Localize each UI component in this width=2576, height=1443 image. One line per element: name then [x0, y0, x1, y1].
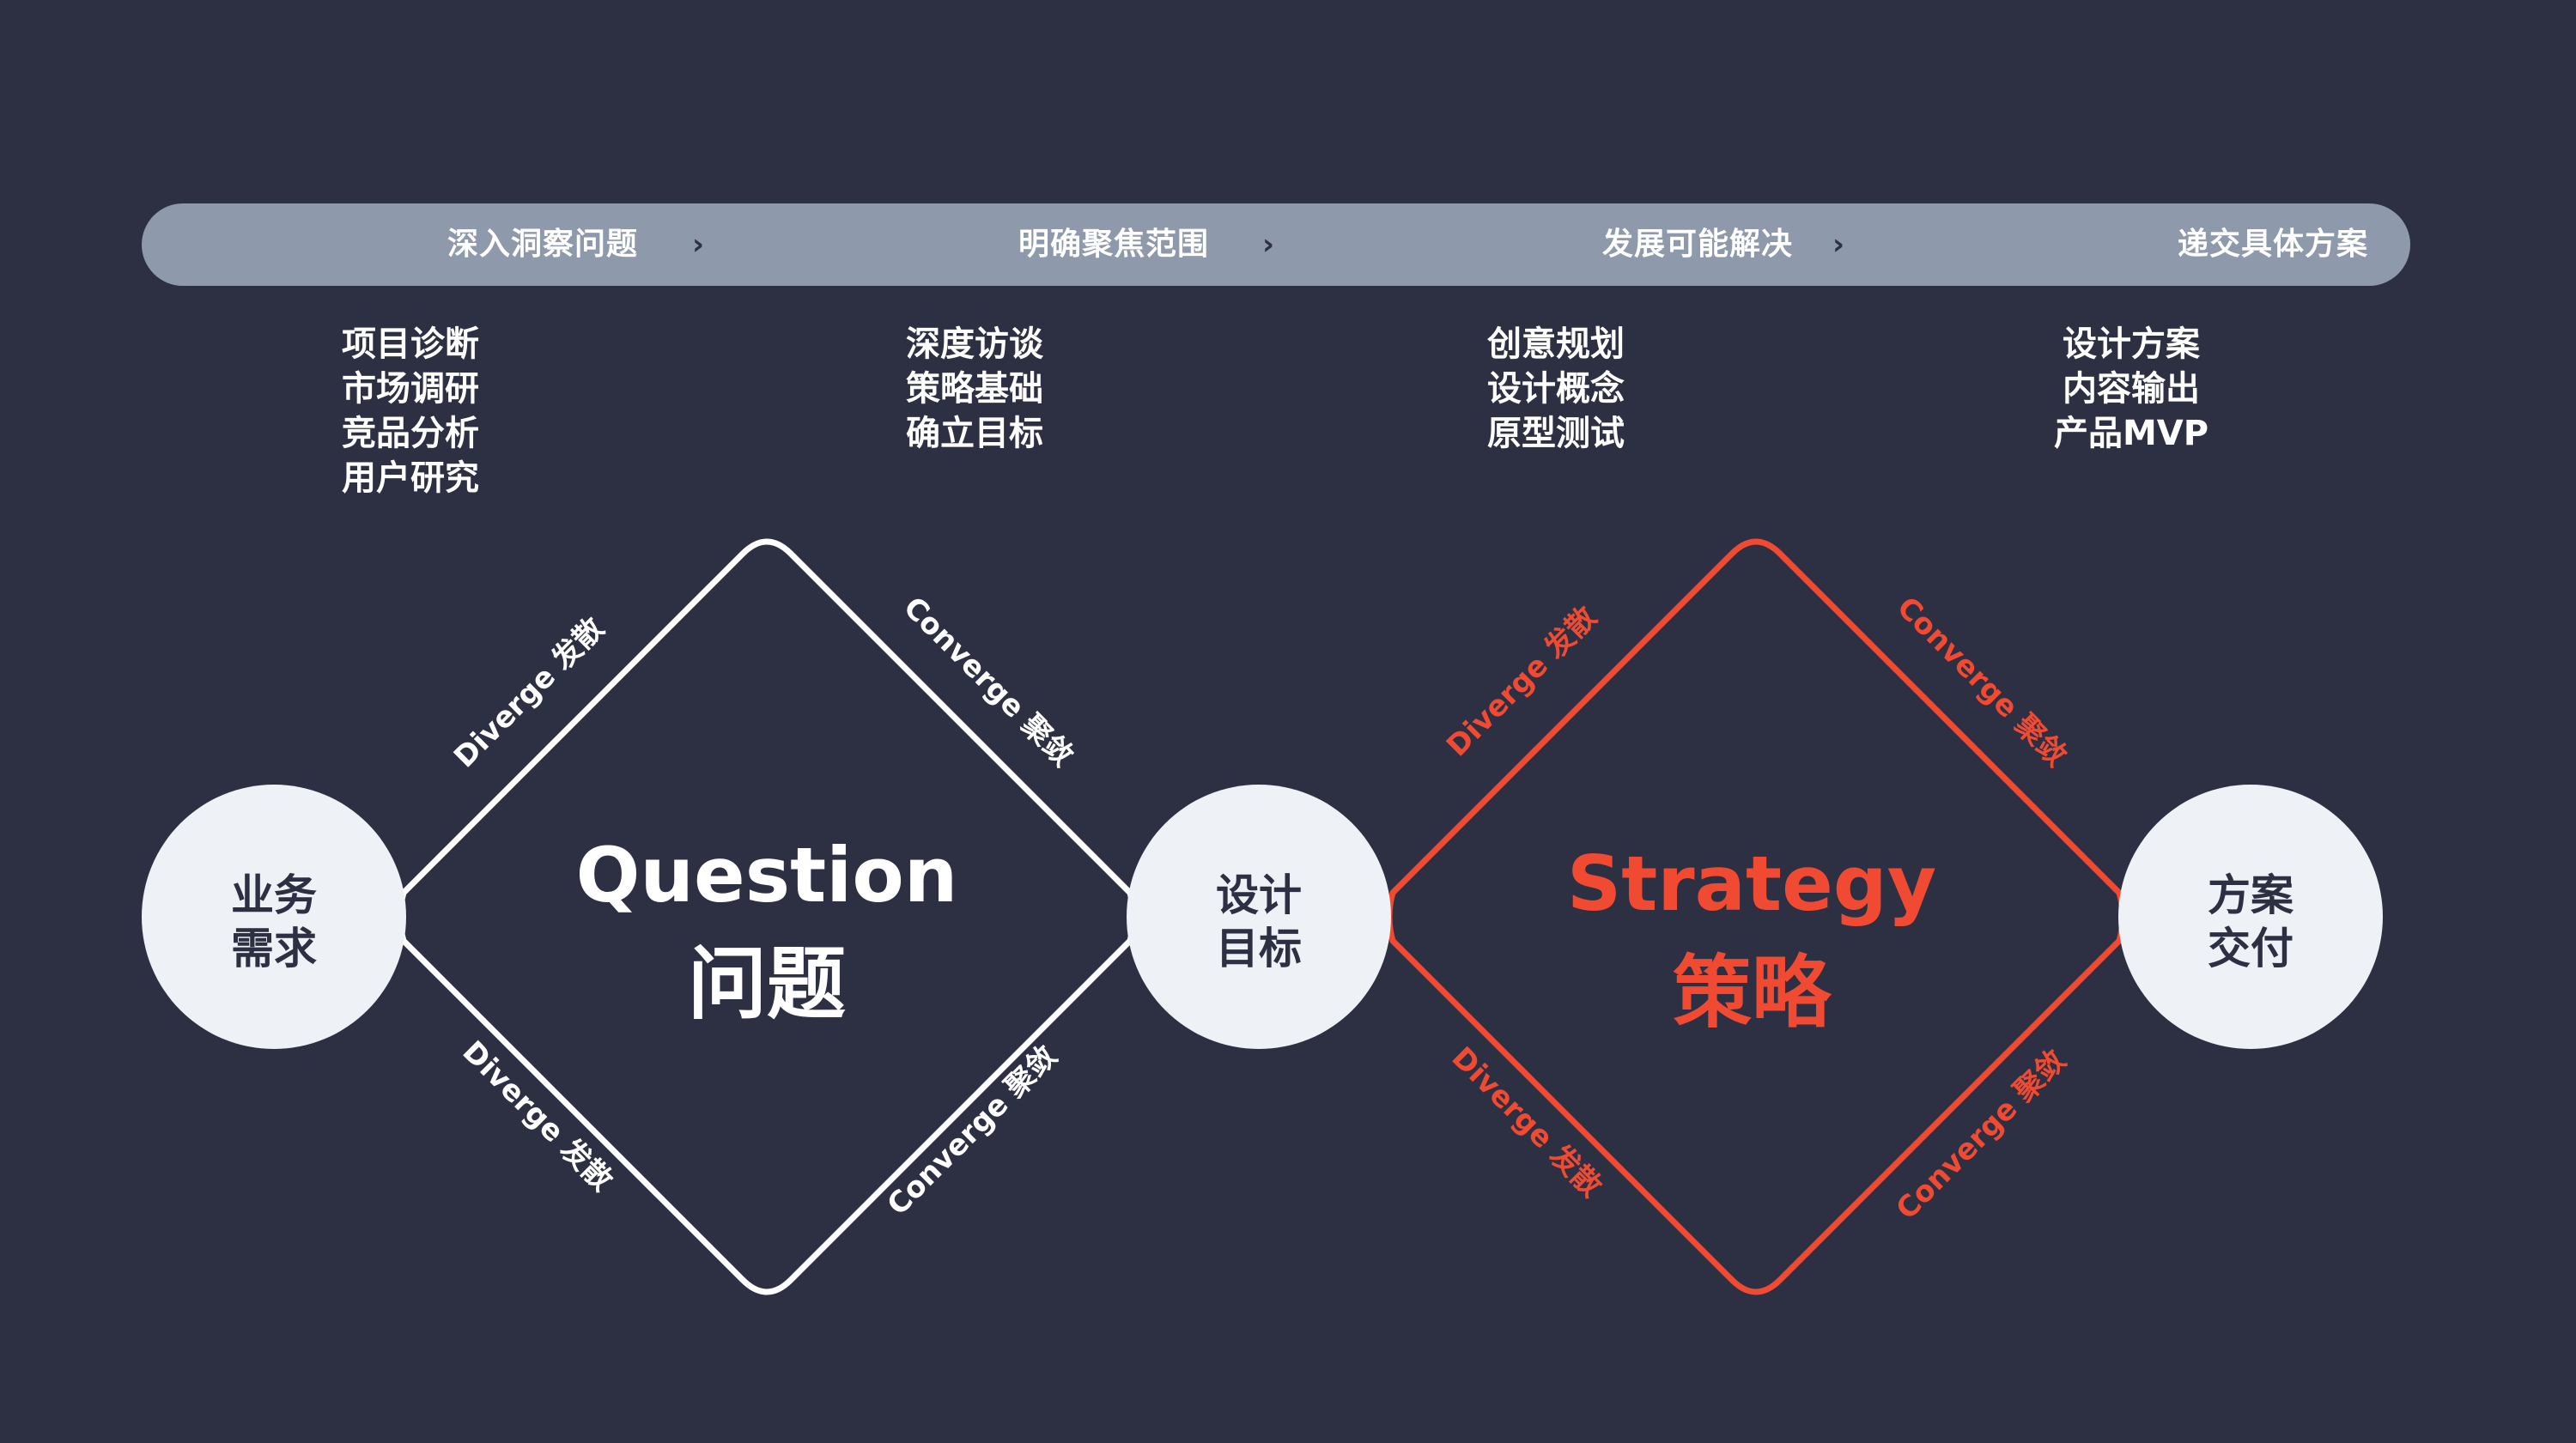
chevron-right-icon: › — [1261, 227, 1274, 262]
list-item: 市场调研 — [342, 369, 479, 409]
node-label: 方案 — [2208, 870, 2294, 920]
stage-label-deliver: 递交具体方案 — [2177, 227, 2368, 262]
edge-label-converge: Converge 聚敛 — [1890, 1044, 2073, 1227]
list-item: 确立目标 — [906, 414, 1043, 453]
chevron-right-icon: › — [1832, 227, 1844, 262]
list-item: 用户研究 — [342, 458, 479, 498]
strategy-diamond — [1386, 538, 2126, 1295]
node-label: 交付 — [2208, 924, 2293, 973]
question-title-en: Question — [576, 831, 958, 919]
list-item: 设计方案 — [2063, 324, 2200, 364]
list-item: 竞品分析 — [342, 414, 479, 453]
edge-label-converge: Converge 聚敛 — [896, 591, 1079, 773]
list-item: 策略基础 — [906, 369, 1043, 409]
list-item: 内容输出 — [2063, 369, 2200, 409]
node-label: 目标 — [1216, 924, 1302, 973]
edge-label-diverge: Diverge 发散 — [447, 611, 611, 774]
edge-label-converge: Converge 聚敛 — [1890, 591, 2073, 773]
stage-label-focus: 明确聚焦范围 — [1018, 227, 1209, 262]
list-item: 设计概念 — [1487, 369, 1625, 409]
node-label: 设计 — [1216, 870, 1302, 920]
node-design-goal: 设计 目标 — [1127, 785, 1391, 1049]
chevron-right-icon: › — [691, 227, 704, 262]
edge-label-converge: Converge 聚敛 — [881, 1040, 1064, 1222]
edge-label-diverge: Diverge 发散 — [1445, 1040, 1608, 1204]
list-item: 项目诊断 — [342, 324, 479, 364]
node-solution-delivery: 方案 交付 — [2118, 785, 2383, 1049]
activity-list-focus: 深度访谈 策略基础 确立目标 — [820, 322, 1129, 456]
edge-label-diverge: Diverge 发散 — [1440, 600, 1603, 763]
strategy-title-zh: 策略 — [1673, 947, 1832, 1039]
stage-label-develop: 发展可能解决 — [1601, 227, 1793, 262]
node-label: 需求 — [231, 924, 317, 973]
question-title-zh: 问题 — [688, 938, 846, 1030]
node-label: 业务 — [231, 870, 317, 920]
stage-label-insight: 深入洞察问题 — [447, 227, 638, 262]
strategy-title-en: Strategy — [1567, 840, 1936, 928]
node-business-needs: 业务 需求 — [142, 785, 406, 1049]
list-item: 深度访谈 — [906, 324, 1043, 364]
list-item: 产品MVP — [2053, 414, 2209, 453]
activity-list-deliver: 设计方案 内容输出 产品MVP — [1977, 322, 2286, 456]
activity-list-insight: 项目诊断 市场调研 竞品分析 用户研究 — [256, 322, 565, 500]
list-item: 创意规划 — [1487, 324, 1625, 364]
stage-bar: 深入洞察问题 › 明确聚焦范围 › 发展可能解决 › 递交具体方案 — [142, 203, 2410, 286]
list-item: 原型测试 — [1487, 414, 1625, 453]
activity-list-develop: 创意规划 设计概念 原型测试 — [1401, 322, 1710, 456]
edge-label-diverge: Diverge 发散 — [456, 1034, 619, 1197]
